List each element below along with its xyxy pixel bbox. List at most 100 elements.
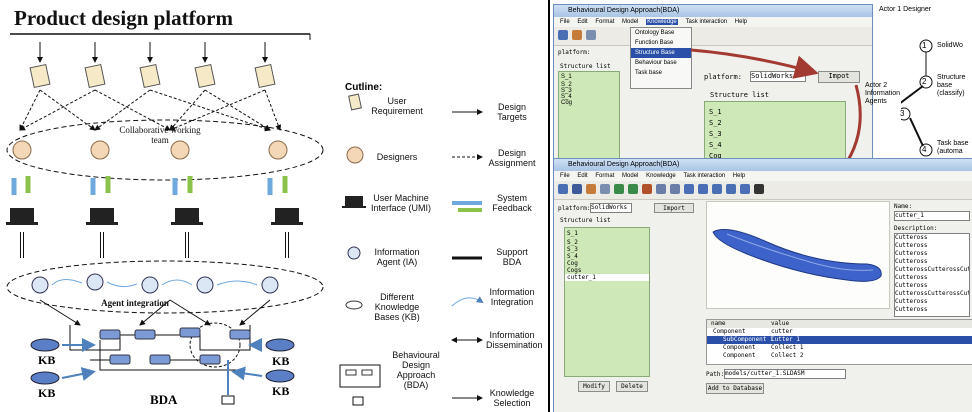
path-field[interactable]: models/cutter_1.SLDASM [724, 369, 846, 379]
front-item-1[interactable]: S_2 [567, 239, 578, 246]
table-row[interactable]: Component cutter [707, 328, 972, 336]
desc-line-1: Cutteross [895, 242, 928, 249]
knowledge-dropdown: Ontology Base Function Base Structure Ba… [630, 27, 692, 89]
modify-button[interactable]: Modify [578, 381, 610, 392]
back-bda-window: Behavioural Design Approach(BDA) File Ed… [553, 4, 873, 166]
step-4-text: Task base (automa [937, 140, 969, 155]
desc-line-0: Cutteross [895, 234, 928, 241]
dropdown-ontology[interactable]: Ontology Base [635, 30, 675, 36]
front-item-4[interactable]: Cog [567, 260, 578, 267]
back-platform-label-2: platform: [704, 73, 742, 81]
table-row[interactable]: SubComponent 1 Cutter 1 [707, 336, 972, 344]
dropdown-structure[interactable]: Structure Base [631, 48, 691, 58]
step-3-num: 3 [900, 109, 905, 118]
fmenu-edit[interactable]: Edit [577, 173, 588, 179]
fmenu-file[interactable]: File [560, 173, 570, 179]
table-row[interactable]: Component Collect 2 [707, 352, 972, 360]
fmenu-task[interactable]: Task interaction [683, 173, 726, 179]
back-item-1[interactable]: S_2 [561, 82, 572, 88]
fmenu-help[interactable]: Help [732, 173, 746, 179]
table-row[interactable]: Component Collect 1 [707, 344, 972, 352]
fbase2-icon[interactable] [698, 184, 708, 194]
front-item-5[interactable]: Cogs [567, 267, 582, 274]
legend-meaning-6: Knowledge Selection [489, 388, 535, 408]
back-item-0[interactable]: S_1 [561, 74, 572, 80]
fmenu-model[interactable]: Model [622, 173, 639, 179]
legend-label-0: User Requirement [371, 96, 423, 116]
step-2-text: Structure base (classify) [937, 74, 966, 97]
desc-line-4: CutterossCutterossCutte [895, 266, 970, 273]
front-item-0[interactable]: S_1 [567, 230, 578, 237]
dropdown-behaviour[interactable]: Behaviour base [635, 60, 677, 66]
requirement-clipboards [29, 63, 276, 89]
description-field[interactable]: Cutteross Cutteross Cutteross Cutteross … [894, 233, 970, 317]
front-platform-select[interactable]: SolidWorks [590, 203, 632, 213]
menu-edit[interactable]: Edit [577, 19, 588, 25]
fbase1-icon[interactable] [684, 184, 694, 194]
add-to-database-button[interactable]: Add to Database [706, 383, 764, 394]
model-viewport[interactable] [706, 201, 890, 309]
back2-item-3[interactable]: S_4 [709, 141, 722, 149]
front-window-title: Behavioural Design Approach(BDA) [554, 159, 972, 171]
save-icon[interactable] [586, 30, 596, 40]
front-item-6[interactable]: cutter_1 [565, 274, 649, 281]
front-item-2[interactable]: S_3 [567, 246, 578, 253]
fbase3-icon[interactable] [712, 184, 722, 194]
front-platform-label: platform: [558, 205, 591, 212]
fcut-icon[interactable] [642, 184, 652, 194]
fpaste-icon[interactable] [670, 184, 680, 194]
front-item-3[interactable]: S_4 [567, 253, 578, 260]
front-import-button[interactable]: Import [654, 203, 694, 213]
fbase5-icon[interactable] [740, 184, 750, 194]
bda-label: BDA [150, 392, 178, 407]
new-icon[interactable] [558, 30, 568, 40]
back2-item-1[interactable]: S_2 [709, 119, 722, 127]
legend-header: Cutline: [345, 82, 383, 93]
fprint-icon[interactable] [600, 184, 610, 194]
desc-line-2: Cutteross [895, 250, 928, 257]
fmenu-knowledge[interactable]: Knowledge [646, 173, 676, 179]
kb-label-3: KB [272, 354, 290, 368]
back-structure-list[interactable]: S_1 S_2 S_3 S_4 Cog [558, 71, 620, 163]
fsave-icon[interactable] [586, 184, 596, 194]
fredo-icon[interactable] [628, 184, 638, 194]
delete-button[interactable]: Delete [616, 381, 648, 392]
front-menu-bar: File Edit Format Model Knowledge Task in… [554, 171, 972, 181]
name-field[interactable]: cutter_1 [894, 211, 970, 221]
fundo-icon[interactable] [614, 184, 624, 194]
legend-label-3: Information Agent (IA) [374, 247, 420, 267]
back-structure-list-label-2: Structure list [710, 91, 770, 99]
open-icon[interactable] [572, 30, 582, 40]
fpin-icon[interactable] [754, 184, 764, 194]
row-value-3: Collect 2 [771, 352, 804, 359]
menu-task[interactable]: Task interaction [685, 19, 728, 25]
back-menu-bar: File Edit Format Model Knowledge Task in… [554, 17, 872, 27]
actor1-label: Actor 1 Designer [879, 6, 932, 13]
back-item-4[interactable]: Cog [561, 100, 573, 106]
back-structure-list-2[interactable]: S_1 S_2 S_3 S_4 Cog [704, 101, 846, 165]
dropdown-task[interactable]: Task base [635, 70, 663, 76]
legend-meaning-0: Design Targets [497, 102, 527, 122]
fopen-icon[interactable] [572, 184, 582, 194]
dropdown-function[interactable]: Function Base [635, 40, 674, 46]
back-item-3[interactable]: S_4 [561, 94, 572, 100]
step-1-num: 1 [922, 41, 927, 50]
back2-item-4[interactable]: Cog [709, 152, 722, 160]
menu-format[interactable]: Format [595, 19, 615, 25]
back-item-2[interactable]: S_3 [561, 88, 572, 94]
menu-model[interactable]: Model [622, 19, 639, 25]
fnew-icon[interactable] [558, 184, 568, 194]
row-value-2: Collect 1 [771, 344, 804, 351]
front-structure-list[interactable]: S_1 S_2 S_3 S_4 Cog Cogs cutter_1 [564, 227, 650, 377]
menu-help[interactable]: Help [734, 19, 748, 25]
fbase4-icon[interactable] [726, 184, 736, 194]
menu-file[interactable]: File [560, 19, 570, 25]
fcopy-icon[interactable] [656, 184, 666, 194]
menu-knowledge[interactable]: Knowledge [646, 19, 678, 25]
back2-item-2[interactable]: S_3 [709, 130, 722, 138]
back2-item-0[interactable]: S_1 [709, 108, 722, 116]
fmenu-format[interactable]: Format [595, 173, 615, 179]
row-name-3: Component [723, 352, 756, 359]
desc-line-7: CutterossCutterossCutte [895, 290, 970, 297]
legend-icons [339, 93, 381, 406]
